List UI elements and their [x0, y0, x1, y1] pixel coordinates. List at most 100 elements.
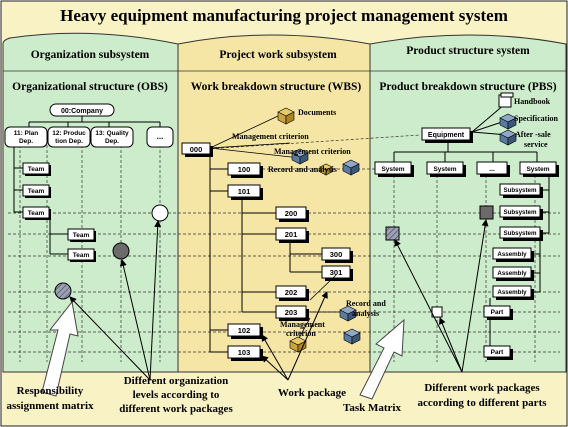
wbs-node-101: 101 [227, 184, 263, 200]
parts-packages-label-line2: according to different parts [417, 397, 547, 409]
pbs-subsystem-nodes: Subsystem Subsystem Subsystem [499, 183, 543, 241]
obs-company-label: 00:Company [61, 108, 103, 115]
record-analysis-icon-c [343, 328, 361, 345]
obs-team-3: Team [22, 206, 51, 220]
obs-marker-gray-circle [112, 242, 130, 260]
svg-text:System: System [433, 166, 456, 173]
obs-dept-plan: 11: Plan Dep. [4, 126, 48, 148]
pbs-system-more: ... [476, 161, 510, 177]
svg-text:Subsystem: Subsystem [503, 230, 537, 237]
responsibility-label-line1: Responsibility [17, 385, 84, 397]
management-criterion-label-a: Management criterion [232, 132, 309, 141]
wbs-doc-links [209, 115, 345, 341]
pbs-assembly-2: Assembly [492, 266, 534, 281]
svg-text:12: Produc: 12: Produc [52, 130, 86, 137]
pbs-system-2: System [426, 161, 466, 177]
responsibility-label-line2: assignment matrix [6, 400, 94, 412]
wbs-node-300: 300 [321, 247, 353, 263]
svg-text:System: System [381, 166, 404, 173]
svg-text:301: 301 [330, 268, 343, 277]
org-header: Organization subsystem [31, 49, 150, 61]
svg-text:Dep.: Dep. [19, 138, 33, 145]
doc-cube-small [319, 163, 333, 176]
task-matrix-label: Task Matrix [343, 402, 401, 414]
pbs-system-nodes: System System ... System [374, 161, 559, 177]
documents-label: Documents [298, 108, 336, 117]
svg-text:102: 102 [238, 326, 251, 335]
org-levels-label-line1: Different organization [124, 375, 229, 387]
pbs-part-2: Part [483, 345, 513, 360]
pbs-assembly-1: Assembly [492, 247, 534, 262]
svg-text:Part: Part [491, 309, 504, 316]
specification-icon [499, 113, 517, 130]
svg-text:Subsystem: Subsystem [503, 187, 537, 194]
pbs-part-nodes: Part Part [483, 305, 513, 360]
svg-text:...: ... [489, 166, 495, 173]
obs-team-1: Team [22, 162, 51, 176]
management-criterion-icon-a [291, 148, 309, 165]
svg-text:100: 100 [238, 165, 251, 174]
work-header: Project work subsystem [219, 49, 337, 61]
responsibility-big-arrow [41, 300, 79, 397]
obs-team-2: Team [22, 184, 51, 198]
svg-text:202: 202 [285, 288, 298, 297]
wbs-node-202: 202 [275, 285, 309, 301]
handbook-label: Handbook [514, 97, 551, 106]
pbs-equipment-node: Equipment [421, 127, 473, 143]
svg-text:Equipment: Equipment [428, 132, 465, 139]
obs-subheader: Organizational structure (OBS) [12, 81, 168, 93]
wbs-node-301: 301 [321, 265, 353, 281]
after-sale-label-line2: service [524, 140, 548, 149]
svg-text:Dep.: Dep. [105, 138, 119, 145]
record-analysis-icon-b [339, 305, 357, 322]
specification-label: Specification [514, 114, 559, 123]
wbs-node-201: 201 [275, 227, 309, 243]
svg-text:Team: Team [28, 210, 45, 217]
svg-text:Team: Team [73, 232, 90, 239]
svg-text:000: 000 [190, 145, 203, 154]
obs-dept-production: 12: Produc tion Dep. [47, 126, 91, 148]
pbs-subsystem-1: Subsystem [499, 183, 543, 198]
obs-company-node: 00:Company [49, 103, 115, 117]
wbs-node-203: 203 [275, 305, 309, 321]
obs-tree-lines [13, 115, 161, 255]
svg-text:Assembly: Assembly [497, 289, 527, 296]
product-header: Product structure system [406, 45, 530, 57]
obs-marker-hatched-circle [54, 282, 72, 300]
svg-text:Team: Team [28, 188, 45, 195]
wbs-subheader: Work breakdown structure (WBS) [191, 81, 362, 93]
svg-text:tion Dep.: tion Dep. [55, 138, 83, 145]
obs-dept-more: ... [146, 126, 174, 148]
documents-icon [277, 107, 295, 125]
svg-text:System: System [526, 166, 549, 173]
svg-text:201: 201 [285, 230, 298, 239]
svg-text:Assembly: Assembly [497, 251, 527, 258]
svg-text:Assembly: Assembly [497, 270, 527, 277]
wbs-node-102: 102 [227, 323, 263, 339]
pbs-marker-hatched-square [385, 226, 400, 241]
management-criterion-label-c-line2: criterion [286, 329, 316, 338]
pbs-subheader: Product breakdown structure (PBS) [379, 81, 556, 93]
wbs-node-000: 000 [181, 142, 213, 157]
record-analysis-label-b-line2: analysis [352, 309, 379, 318]
record-analysis-icon-a [342, 159, 360, 176]
svg-text:Team: Team [28, 166, 45, 173]
svg-text:11: Plan: 11: Plan [14, 130, 39, 137]
obs-team-4: Team [67, 228, 96, 242]
obs-team-5: Team [67, 248, 96, 262]
svg-text:Part: Part [491, 349, 504, 356]
page-title: Heavy equipment manufacturing project ma… [60, 6, 508, 25]
wbs-node-200: 200 [275, 206, 309, 222]
pbs-subsystem-2: Subsystem [499, 205, 543, 220]
org-levels-label-line2: levels according to [133, 389, 220, 401]
svg-text:200: 200 [285, 209, 298, 218]
wbs-node-100: 100 [227, 162, 263, 178]
after-sale-label-line1: After -sale [515, 130, 551, 139]
obs-team-nodes: Team Team Team Team Team [22, 162, 96, 262]
management-criterion-label-b: Management criterion [274, 147, 351, 156]
obs-marker-white-circle [151, 204, 169, 222]
annotation-arrows [69, 219, 489, 381]
management-criterion-icon-c [289, 336, 307, 353]
